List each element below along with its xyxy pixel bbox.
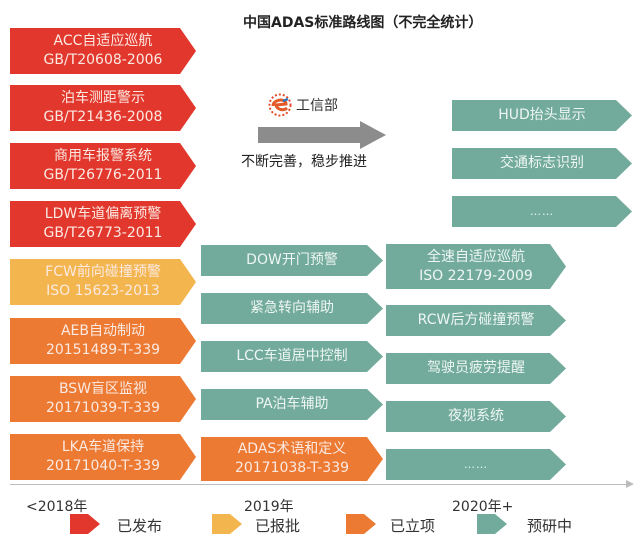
standard-code: GB/T26773-2011 (43, 225, 163, 241)
standard-name: FCW前向碰撞预警 (45, 264, 161, 280)
legend-published-label: 已发布 (117, 517, 163, 535)
standard-name: …… (464, 458, 488, 471)
standard-name: …… (530, 205, 554, 218)
legend-approved-icon (212, 514, 242, 534)
timeline-axis (10, 484, 630, 485)
standard-name: 夜视系统 (448, 408, 504, 424)
standard-more-future: …… (452, 196, 632, 227)
legend-initiated-label: 已立项 (390, 517, 436, 535)
standard-more-2020: …… (386, 449, 566, 480)
miit-badge: 工信部 (268, 93, 338, 117)
standard-code: 20171038-T-339 (234, 460, 350, 476)
standard-name: 泊车测距警示 (61, 90, 145, 106)
standard-name: HUD抬头显示 (498, 107, 586, 123)
standard-code: 20171039-T-339 (45, 400, 161, 416)
timeline-label-2020: 2020年+ (452, 499, 514, 515)
legend-researching-label: 预研中 (527, 517, 573, 535)
slogan: 不断完善，稳步推进 (241, 154, 367, 170)
standard-name: PA泊车辅助 (255, 396, 329, 412)
standard-name: DOW开门预警 (246, 252, 338, 268)
standard-name: LKA车道保持 (61, 439, 145, 455)
standard-ldw: LDW车道偏离预警 GB/T26773-2011 (10, 201, 196, 247)
standard-name: LCC车道居中控制 (236, 348, 348, 364)
standard-name: 交通标志识别 (500, 155, 584, 171)
progress-arrow-icon (258, 121, 386, 149)
standard-driver-fatigue: 驾驶员疲劳提醒 (386, 353, 566, 384)
standard-code: GB/T26776-2011 (43, 167, 163, 183)
standard-dow: DOW开门预警 (201, 245, 383, 276)
legend-initiated-icon (346, 514, 376, 534)
standard-rcw: RCW后方碰撞预警 (386, 305, 566, 336)
standard-code: ISO 22179-2009 (419, 267, 533, 284)
standard-name: LDW车道偏离预警 (44, 206, 162, 222)
standard-code: GB/T21436-2008 (43, 109, 163, 125)
standard-name: BSW盲区监视 (58, 381, 148, 397)
standard-code: 20171040-T-339 (45, 458, 161, 474)
standard-night-vision: 夜视系统 (386, 401, 566, 432)
standard-lcc: LCC车道居中控制 (201, 341, 383, 372)
standard-acc: ACC自适应巡航 GB/T20608-2006 (10, 28, 196, 74)
standard-fcw: FCW前向碰撞预警 ISO 15623-2013 (10, 259, 196, 305)
standard-emergency-steering: 紧急转向辅助 (201, 293, 383, 324)
standard-code: GB/T20608-2006 (43, 52, 163, 68)
standard-name: 紧急转向辅助 (250, 300, 334, 316)
standard-name: 全速自适应巡航 (427, 248, 525, 265)
standard-name: AEB自动制动 (60, 323, 146, 339)
standard-code: ISO 15623-2013 (46, 283, 160, 299)
timeline-label-2018: <2018年 (26, 499, 88, 515)
standard-name: ACC自适应巡航 (53, 33, 153, 49)
standard-commercial-alarm: 商用车报警系统 GB/T26776-2011 (10, 143, 196, 189)
standard-aeb: AEB自动制动 20151489-T-339 (10, 318, 196, 364)
timeline-label-2019: 2019年 (244, 499, 294, 515)
standard-bsw: BSW盲区监视 20171039-T-339 (10, 376, 196, 422)
miit-label: 工信部 (296, 98, 338, 114)
diagram-title: 中国ADAS标准路线图（不完全统计） (243, 15, 483, 31)
standard-lka: LKA车道保持 20171040-T-339 (10, 434, 196, 480)
standard-hud: HUD抬头显示 (452, 100, 632, 131)
standard-adas-terms: ADAS术语和定义 20171038-T-339 (201, 437, 383, 481)
legend-published-icon (70, 514, 100, 534)
legend-researching-icon (477, 514, 507, 534)
standard-name: ADAS术语和定义 (237, 441, 347, 457)
standard-full-speed-acc: 全速自适应巡航 ISO 22179-2009 (386, 244, 566, 289)
standard-parking-distance: 泊车测距警示 GB/T21436-2008 (10, 85, 196, 131)
miit-logo-icon (268, 93, 292, 117)
axis-arrowhead-icon (626, 480, 634, 488)
legend-approved-label: 已报批 (255, 517, 301, 535)
standard-name: RCW后方碰撞预警 (417, 312, 535, 328)
standard-traffic-sign: 交通标志识别 (452, 148, 632, 179)
standard-name: 驾驶员疲劳提醒 (427, 360, 525, 376)
standard-name: 商用车报警系统 (54, 148, 152, 164)
standard-code: 20151489-T-339 (45, 342, 161, 358)
standard-pa: PA泊车辅助 (201, 389, 383, 420)
